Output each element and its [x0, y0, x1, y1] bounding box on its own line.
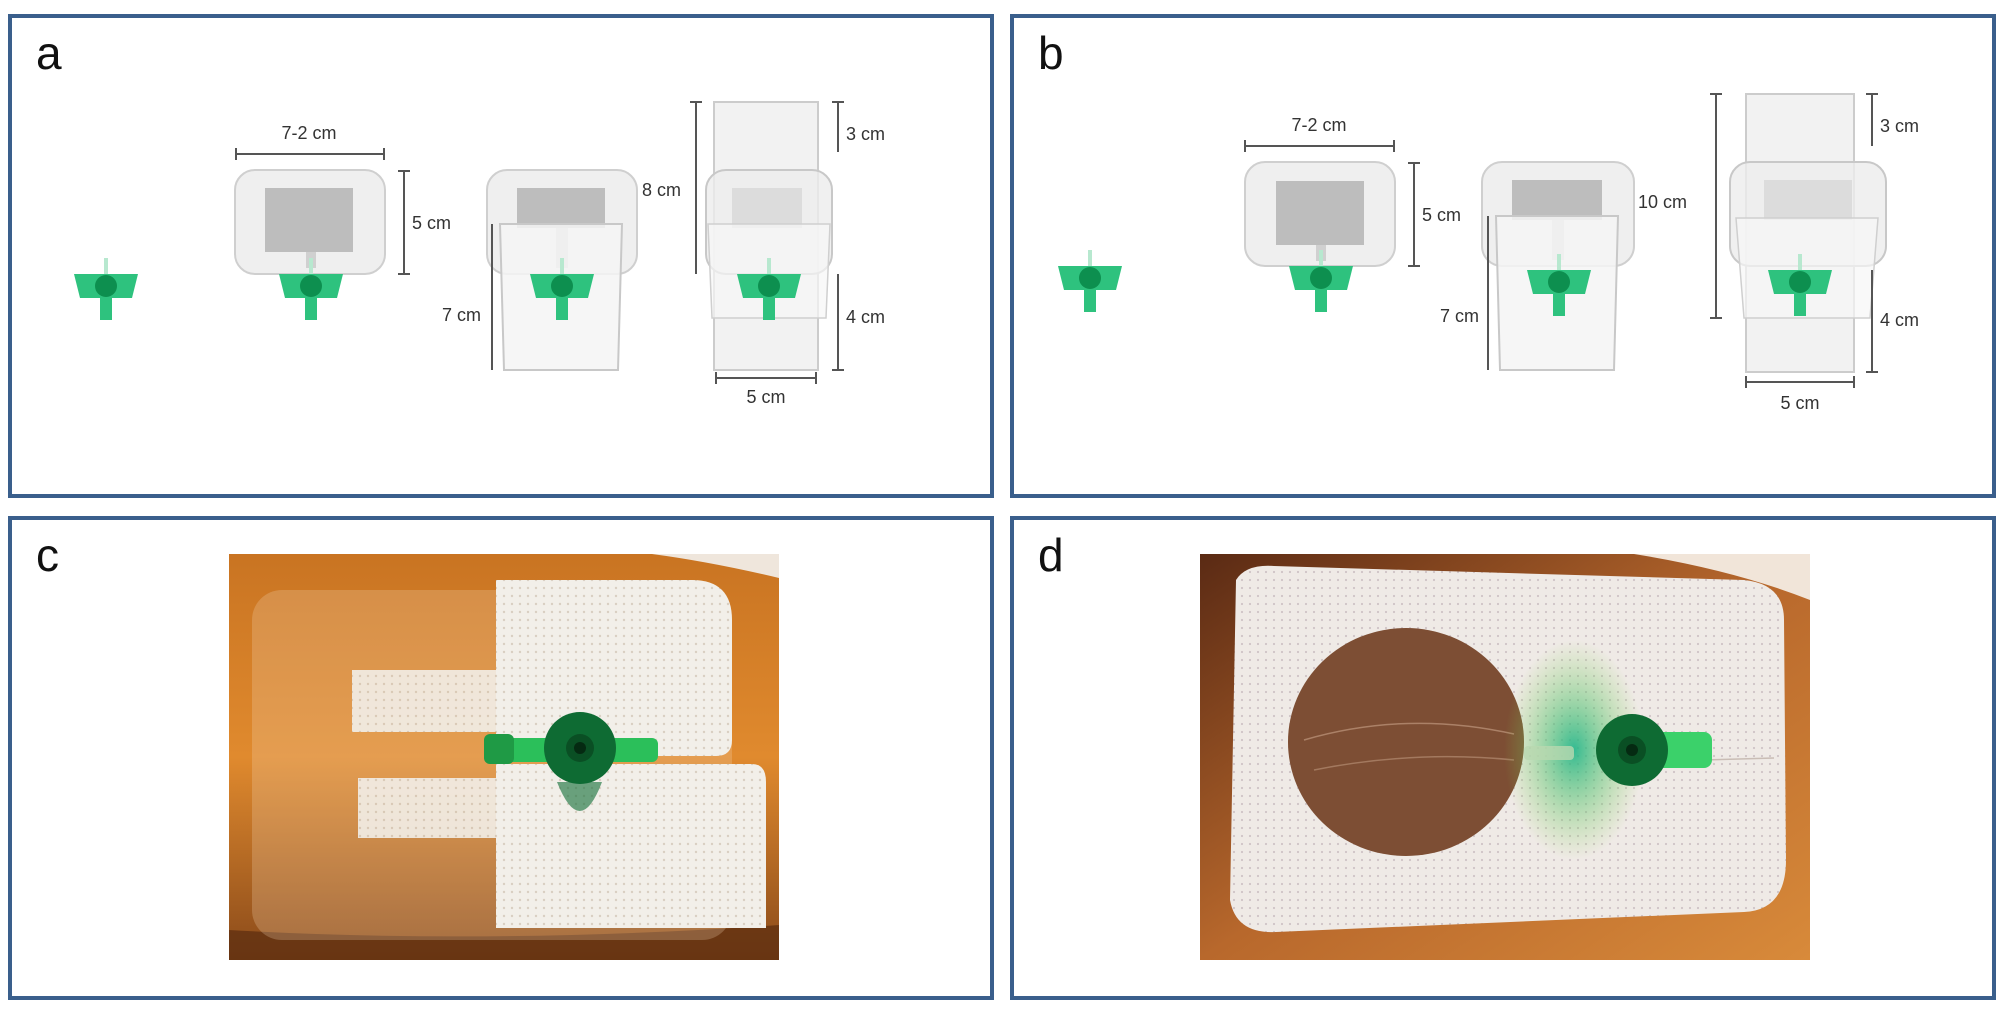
dim-bottom-segment: 4 cm	[846, 307, 885, 327]
catheter-icon	[74, 258, 138, 320]
dim-top-segment: 3 cm	[846, 124, 885, 144]
dressing-diagram-a: 7-2 cm 5 cm 7 cm 8 cm 3 cm 4	[74, 101, 885, 407]
panel-label: c	[36, 529, 59, 581]
panel-a: a 7-2 cm 5 cm	[8, 14, 994, 498]
dim-height-bottom: 7 cm	[1440, 306, 1479, 326]
dressing-diagram-b: 7-2 cm 5 cm 7 cm 10 cm 3 cm 4 cm	[1058, 93, 1919, 413]
panel-label: d	[1038, 529, 1064, 581]
panel-b: b 7-2 cm 5 cm	[1010, 14, 1996, 498]
extended-dressing	[1481, 161, 1635, 371]
photo-dressing-c	[229, 554, 779, 960]
dim-height-total: 8 cm	[642, 180, 681, 200]
dim-width-bottom: 5 cm	[1780, 393, 1819, 413]
standard-dressing	[234, 169, 386, 320]
dim-height-pad: 5 cm	[412, 213, 451, 233]
dim-top-segment: 3 cm	[1880, 116, 1919, 136]
catheter-icon	[1058, 250, 1122, 312]
photo-d-image	[1200, 554, 1810, 960]
extended-dressing	[486, 169, 638, 371]
panel-label: b	[1038, 27, 1064, 79]
dim-height-bottom: 7 cm	[442, 305, 481, 325]
panel-label: a	[36, 27, 62, 79]
standard-dressing	[1244, 161, 1396, 312]
dim-height-pad: 5 cm	[1422, 205, 1461, 225]
photo-c-image	[229, 554, 779, 960]
photo-dressing-d	[1200, 554, 1810, 960]
full-dressing	[1729, 93, 1887, 373]
dim-width-bottom: 5 cm	[746, 387, 785, 407]
dim-width-top: 7-2 cm	[281, 123, 336, 143]
panel-d: d	[1010, 516, 1996, 1000]
panel-c: c	[8, 516, 994, 1000]
dim-bottom-segment: 4 cm	[1880, 310, 1919, 330]
dim-height-total: 10 cm	[1638, 192, 1687, 212]
dim-width-top: 7-2 cm	[1291, 115, 1346, 135]
full-dressing	[705, 101, 833, 371]
